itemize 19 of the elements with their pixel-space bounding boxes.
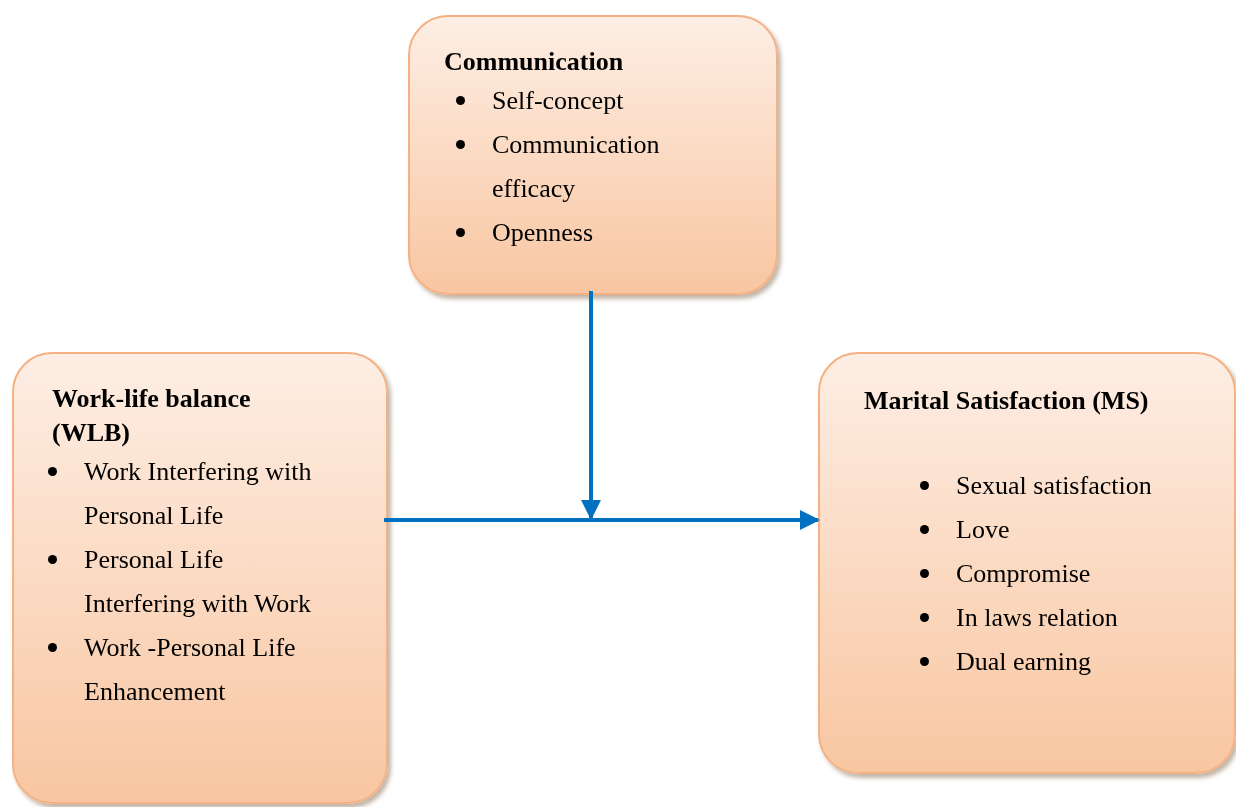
rounded-box	[408, 15, 778, 295]
box-heading: Work-life balance (WLB)	[52, 383, 252, 449]
bullet-item: In laws relation	[956, 602, 1119, 634]
bullet-item: Work -Personal Life Enhancement	[84, 632, 297, 708]
rounded-box	[12, 352, 388, 804]
box-heading: Marital Satisfaction (MS)	[864, 385, 1150, 417]
box-heading: Communication	[444, 46, 625, 78]
bullet-item: Compromise	[956, 558, 1092, 590]
arrow	[384, 510, 820, 530]
bullet-item: Self-concept	[492, 85, 625, 117]
bullet-item: Love	[956, 514, 1011, 546]
bullet-item: Sexual satisfaction	[956, 470, 1153, 502]
bullet-item: Dual earning	[956, 646, 1092, 678]
bullet-item: Openness	[492, 217, 595, 249]
bullet-item: Communication efficacy	[492, 129, 661, 205]
rounded-box	[818, 352, 1236, 774]
bullet-item: Work Interfering with Personal Life	[84, 456, 313, 532]
arrow	[581, 291, 601, 520]
bullet-item: Personal Life Interfering with Work	[84, 544, 313, 620]
